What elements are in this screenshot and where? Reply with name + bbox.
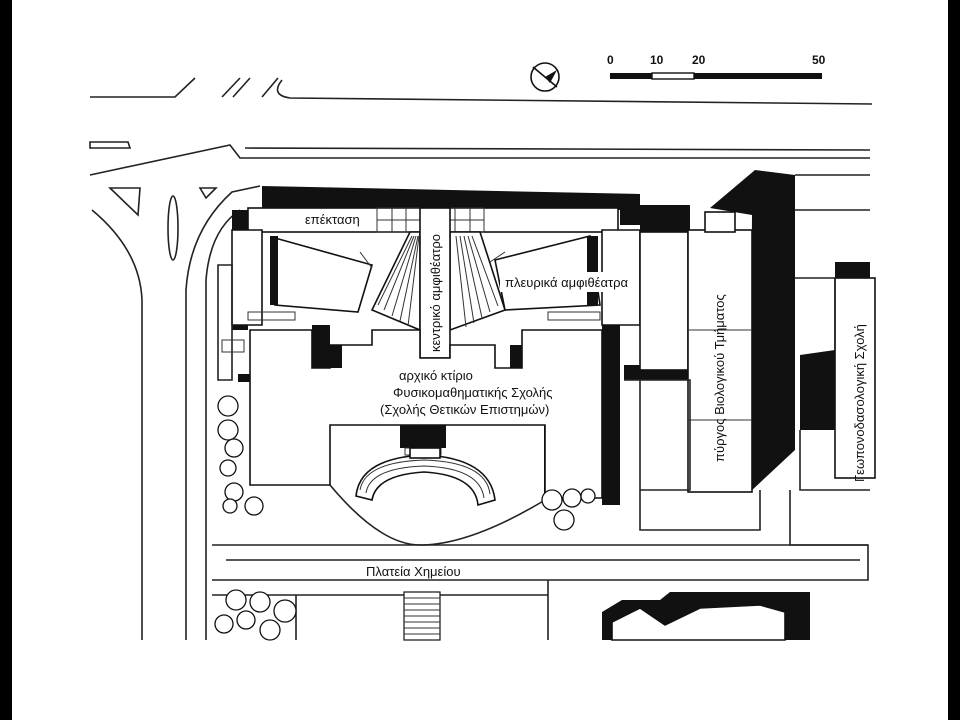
main-building: [249, 329, 603, 499]
label-chemistry-square: Πλατεία Χημείου: [366, 564, 461, 579]
north-arrow-icon: [530, 62, 560, 92]
label-central-amphitheatre: κεντρικό αμφιθέατρο: [428, 234, 443, 352]
scale-tick-20: 20: [692, 53, 706, 67]
entrance-court: [329, 447, 546, 546]
left-annex: [217, 264, 601, 382]
scale-bar: 0 10 20 50: [607, 53, 826, 80]
labels: επέκταση κεντρικό αμφιθέατρο πλευρικά αμ…: [300, 210, 867, 579]
label-main-building-line1: αρχικό κτίριο: [399, 368, 473, 383]
label-main-building-line2: Φυσικομαθηματικής Σχολής: [393, 385, 553, 400]
lower-right-buildings: [602, 592, 810, 641]
site-plan: 0 10 20 50: [12, 0, 948, 720]
roads: [89, 77, 873, 640]
agriculture-school: [789, 174, 876, 546]
scale-tick-50: 50: [812, 53, 826, 67]
label-main-building-line3: (Σχολής Θετικών Επιστημών): [380, 402, 549, 417]
scale-tick-10: 10: [650, 53, 664, 67]
plaza-stairs: [403, 591, 441, 641]
label-biology-tower: πύργος Βιολογικού Τμήματος: [712, 294, 727, 462]
site-plan-drawing: 0 10 20 50: [89, 53, 876, 641]
label-extension: επέκταση: [305, 212, 360, 227]
scale-tick-0: 0: [607, 53, 614, 67]
trees: [214, 395, 596, 641]
label-agriculture-school: Γεωπονοδασολογική Σχολή: [852, 324, 867, 482]
label-side-amphitheatres: πλευρικά αμφιθέατρα: [505, 275, 629, 290]
biology-tower: [624, 211, 761, 531]
